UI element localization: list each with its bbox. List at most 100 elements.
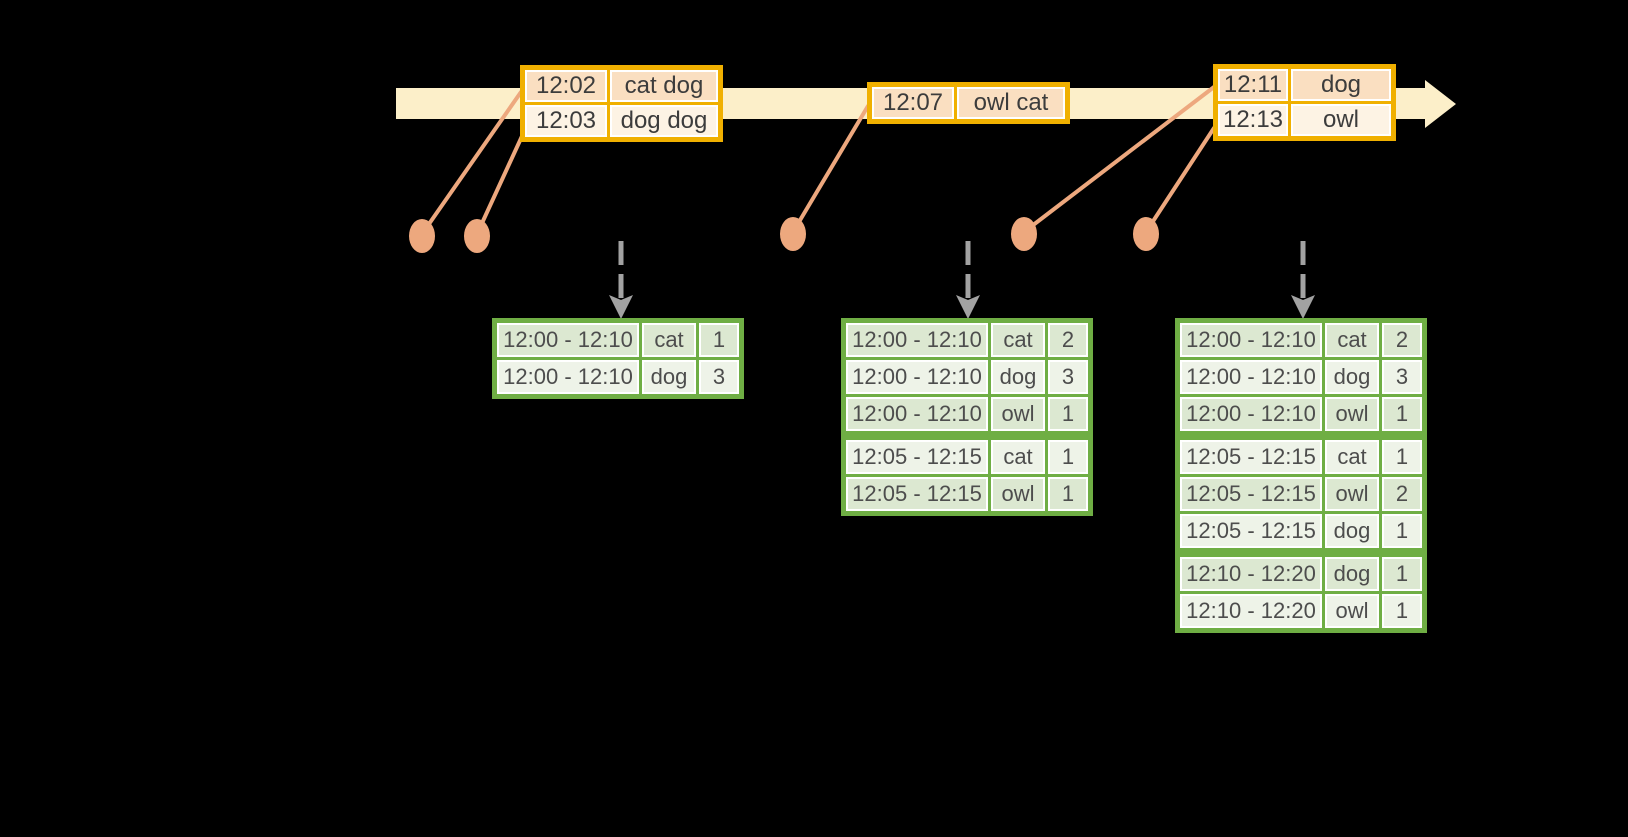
result-row: 12:05 - 12:15 owl 1	[846, 477, 1088, 511]
event-table-1: 12:02 cat dog 12:03 dog dog	[520, 65, 723, 142]
result-table-3: 12:00 - 12:10 cat 2 12:00 - 12:10 dog 3 …	[1175, 318, 1427, 633]
event-table-3: 12:11 dog 12:13 owl	[1213, 64, 1396, 141]
word-cell: dog	[642, 360, 696, 394]
count-cell: 2	[1048, 323, 1088, 357]
window-cell: 12:00 - 12:10	[497, 360, 639, 394]
count-cell: 1	[1382, 440, 1422, 474]
event-row: 12:02 cat dog	[525, 70, 718, 102]
event-time-cell: 12:03	[525, 105, 607, 137]
word-cell: dog	[1325, 514, 1379, 548]
result-row: 12:05 - 12:15 cat 1	[1180, 440, 1422, 474]
count-cell: 2	[1382, 477, 1422, 511]
window-group-divider	[1180, 551, 1422, 554]
window-cell: 12:00 - 12:10	[497, 323, 639, 357]
result-row: 12:00 - 12:10 dog 3	[497, 360, 739, 394]
result-row: 12:00 - 12:10 owl 1	[846, 397, 1088, 431]
window-cell: 12:05 - 12:15	[846, 440, 988, 474]
word-cell: cat	[1325, 440, 1379, 474]
event-dot	[464, 219, 490, 253]
count-cell: 1	[1048, 477, 1088, 511]
window-cell: 12:05 - 12:15	[846, 477, 988, 511]
count-cell: 2	[1382, 323, 1422, 357]
result-table-1: 12:00 - 12:10 cat 1 12:00 - 12:10 dog 3	[492, 318, 744, 399]
result-row: 12:00 - 12:10 owl 1	[1180, 397, 1422, 431]
event-row: 12:07 owl cat	[872, 87, 1065, 119]
event-row: 12:13 owl	[1218, 104, 1391, 136]
event-connectors	[420, 85, 1216, 236]
event-dot	[1133, 217, 1159, 251]
window-cell: 12:00 - 12:10	[846, 323, 988, 357]
trigger-arrow-head	[609, 295, 633, 319]
event-words-cell: dog	[1291, 69, 1391, 101]
count-cell: 1	[1382, 514, 1422, 548]
result-row: 12:05 - 12:15 dog 1	[1180, 514, 1422, 548]
event-time-cell: 12:13	[1218, 104, 1288, 136]
event-dot	[409, 219, 435, 253]
window-group-divider	[1180, 434, 1422, 437]
trigger-arrow-head	[1291, 295, 1315, 319]
window-cell: 12:10 - 12:20	[1180, 557, 1322, 591]
word-cell: owl	[1325, 477, 1379, 511]
word-cell: owl	[991, 477, 1045, 511]
word-cell: cat	[991, 440, 1045, 474]
event-words-cell: cat dog	[610, 70, 718, 102]
event-time-cell: 12:02	[525, 70, 607, 102]
window-cell: 12:05 - 12:15	[1180, 440, 1322, 474]
count-cell: 1	[1048, 440, 1088, 474]
window-cell: 12:00 - 12:10	[1180, 360, 1322, 394]
count-cell: 1	[699, 323, 739, 357]
connector-line	[475, 132, 525, 236]
window-cell: 12:10 - 12:20	[1180, 594, 1322, 628]
word-cell: cat	[991, 323, 1045, 357]
window-cell: 12:05 - 12:15	[1180, 514, 1322, 548]
result-row: 12:00 - 12:10 cat 2	[1180, 323, 1422, 357]
event-words-cell: owl cat	[957, 87, 1065, 119]
count-cell: 1	[1382, 594, 1422, 628]
event-time-cell: 12:11	[1218, 69, 1288, 101]
word-cell: owl	[1325, 397, 1379, 431]
count-cell: 3	[1048, 360, 1088, 394]
event-dot	[1011, 217, 1037, 251]
count-cell: 1	[1048, 397, 1088, 431]
word-cell: dog	[991, 360, 1045, 394]
result-row: 12:10 - 12:20 dog 1	[1180, 557, 1422, 591]
trigger-arrow-icon	[609, 241, 633, 319]
connector-line	[1022, 85, 1216, 234]
connector-line	[791, 104, 870, 234]
connector-line	[420, 90, 523, 236]
count-cell: 3	[699, 360, 739, 394]
window-cell: 12:00 - 12:10	[1180, 397, 1322, 431]
event-time-cell: 12:07	[872, 87, 954, 119]
event-words-cell: owl	[1291, 104, 1391, 136]
word-cell: cat	[1325, 323, 1379, 357]
result-row: 12:10 - 12:20 owl 1	[1180, 594, 1422, 628]
result-table-2: 12:00 - 12:10 cat 2 12:00 - 12:10 dog 3 …	[841, 318, 1093, 516]
result-row: 12:05 - 12:15 owl 2	[1180, 477, 1422, 511]
event-table-2: 12:07 owl cat	[867, 82, 1070, 124]
result-row: 12:00 - 12:10 dog 3	[846, 360, 1088, 394]
event-dots	[409, 217, 1159, 253]
event-dot	[780, 217, 806, 251]
window-cell: 12:00 - 12:10	[846, 360, 988, 394]
window-group-divider	[846, 434, 1088, 437]
result-row: 12:00 - 12:10 cat 1	[497, 323, 739, 357]
word-cell: owl	[991, 397, 1045, 431]
word-cell: dog	[1325, 360, 1379, 394]
event-row: 12:11 dog	[1218, 69, 1391, 101]
result-row: 12:00 - 12:10 dog 3	[1180, 360, 1422, 394]
word-cell: cat	[642, 323, 696, 357]
event-words-cell: dog dog	[610, 105, 718, 137]
trigger-arrow-icon	[956, 241, 980, 319]
count-cell: 1	[1382, 557, 1422, 591]
result-row: 12:00 - 12:10 cat 2	[846, 323, 1088, 357]
trigger-arrow-icon	[1291, 241, 1315, 319]
event-row: 12:03 dog dog	[525, 105, 718, 137]
count-cell: 1	[1382, 397, 1422, 431]
count-cell: 3	[1382, 360, 1422, 394]
result-row: 12:05 - 12:15 cat 1	[846, 440, 1088, 474]
window-cell: 12:05 - 12:15	[1180, 477, 1322, 511]
window-cell: 12:00 - 12:10	[846, 397, 988, 431]
word-cell: dog	[1325, 557, 1379, 591]
connector-line	[1144, 126, 1216, 234]
